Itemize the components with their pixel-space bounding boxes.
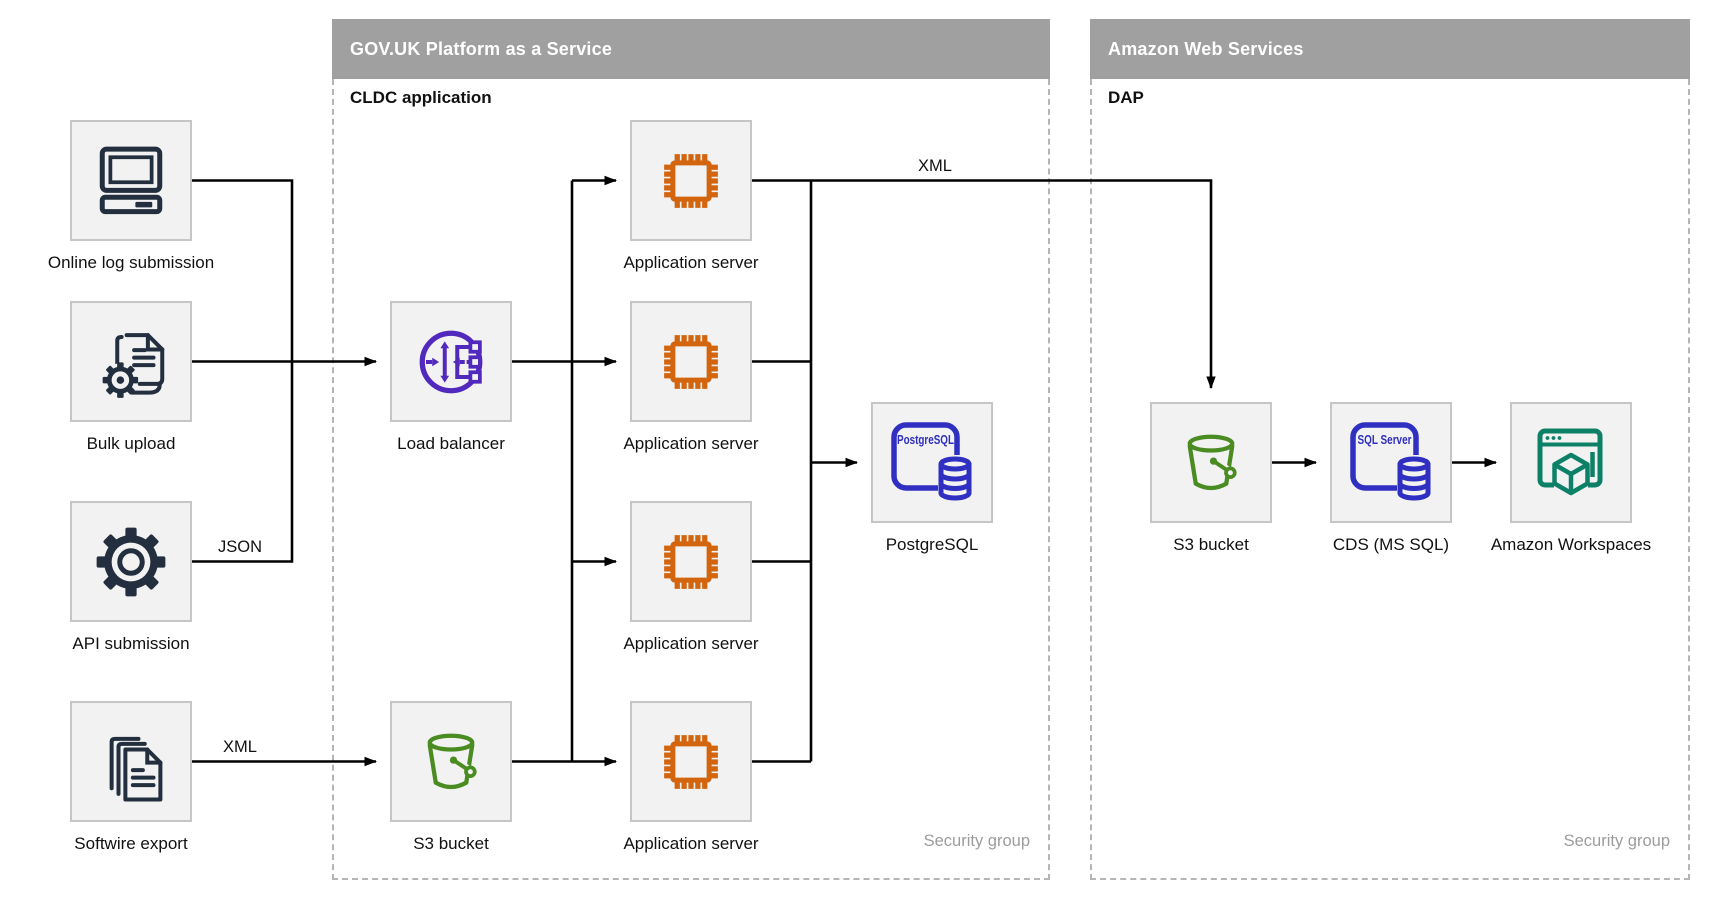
- workspaces-icon: [1537, 428, 1603, 495]
- node-api-submission: [70, 501, 192, 622]
- load-balancer-icon: [419, 330, 483, 393]
- node-label-online: Online log submission: [47, 253, 215, 272]
- aws-sublabel: DAP: [1108, 88, 1144, 107]
- node-label-pg: PostgreSQL: [885, 535, 979, 554]
- node-label-cds: CDS (MS SQL): [1332, 535, 1450, 554]
- node-label-app4: Application server: [623, 834, 759, 853]
- chip-icon: [664, 534, 718, 589]
- node-application-server-4: [630, 701, 752, 822]
- computer-icon: [99, 146, 163, 214]
- node-postgresql: PostgreSQL: [871, 402, 993, 523]
- paas-sublabel: CLDC application: [350, 88, 492, 107]
- node-label-app2: Application server: [623, 434, 759, 453]
- postgresql-icon-text: PostgreSQL: [897, 433, 954, 447]
- paas-security-group-boundary: [332, 79, 1050, 880]
- node-cds-ms-sql: SQL Server: [1330, 402, 1452, 523]
- node-label-app1: Application server: [623, 253, 759, 272]
- paas-security-group-label: Security group: [923, 832, 1030, 850]
- node-application-server-1: [630, 120, 752, 241]
- node-online-log-submission: [70, 120, 192, 241]
- node-label-api: API submission: [72, 634, 190, 653]
- chip-icon: [664, 334, 718, 389]
- node-s3-bucket-paas: [390, 701, 512, 822]
- node-amazon-workspaces: [1510, 402, 1632, 523]
- node-label-bulk: Bulk upload: [86, 434, 176, 453]
- aws-security-group-label: Security group: [1563, 832, 1670, 850]
- node-application-server-2: [630, 301, 752, 422]
- paas-section-title: GOV.UK Platform as a Service: [350, 38, 613, 59]
- edge-sources-merge: [192, 179, 294, 563]
- node-s3-bucket-aws: [1150, 402, 1272, 523]
- chip-icon: [664, 734, 718, 789]
- edge-label-json: JSON: [218, 538, 262, 556]
- node-application-server-3: [630, 501, 752, 622]
- node-label-s3mid: S3 bucket: [413, 834, 489, 853]
- aws-security-group-boundary: [1090, 79, 1690, 880]
- node-label-ws: Amazon Workspaces: [1490, 535, 1652, 554]
- node-softwire-export: [70, 701, 192, 822]
- paas-section-header: GOV.UK Platform as a Service: [332, 19, 1050, 79]
- aws-section-header: Amazon Web Services: [1090, 19, 1690, 79]
- aws-section-title: Amazon Web Services: [1108, 38, 1304, 59]
- postgresql-icon: PostgreSQL: [891, 421, 974, 501]
- gear-icon: [96, 527, 166, 596]
- node-label-lb: Load balancer: [397, 434, 505, 453]
- node-load-balancer: [390, 301, 512, 422]
- node-label-s3aws: S3 bucket: [1173, 535, 1249, 554]
- s3-bucket-icon: [427, 733, 477, 789]
- sql-server-icon: SQL Server: [1350, 421, 1433, 501]
- s3-bucket-icon: [1187, 434, 1237, 490]
- document-gear-icon: [102, 332, 165, 398]
- edge-label-xml-export: XML: [223, 738, 257, 756]
- node-bulk-upload: [70, 301, 192, 422]
- chip-icon: [664, 153, 718, 208]
- node-label-app3: Application server: [623, 634, 759, 653]
- node-label-softwire: Softwire export: [74, 834, 188, 853]
- documents-icon: [109, 736, 163, 801]
- sql-server-icon-text: SQL Server: [1358, 432, 1412, 447]
